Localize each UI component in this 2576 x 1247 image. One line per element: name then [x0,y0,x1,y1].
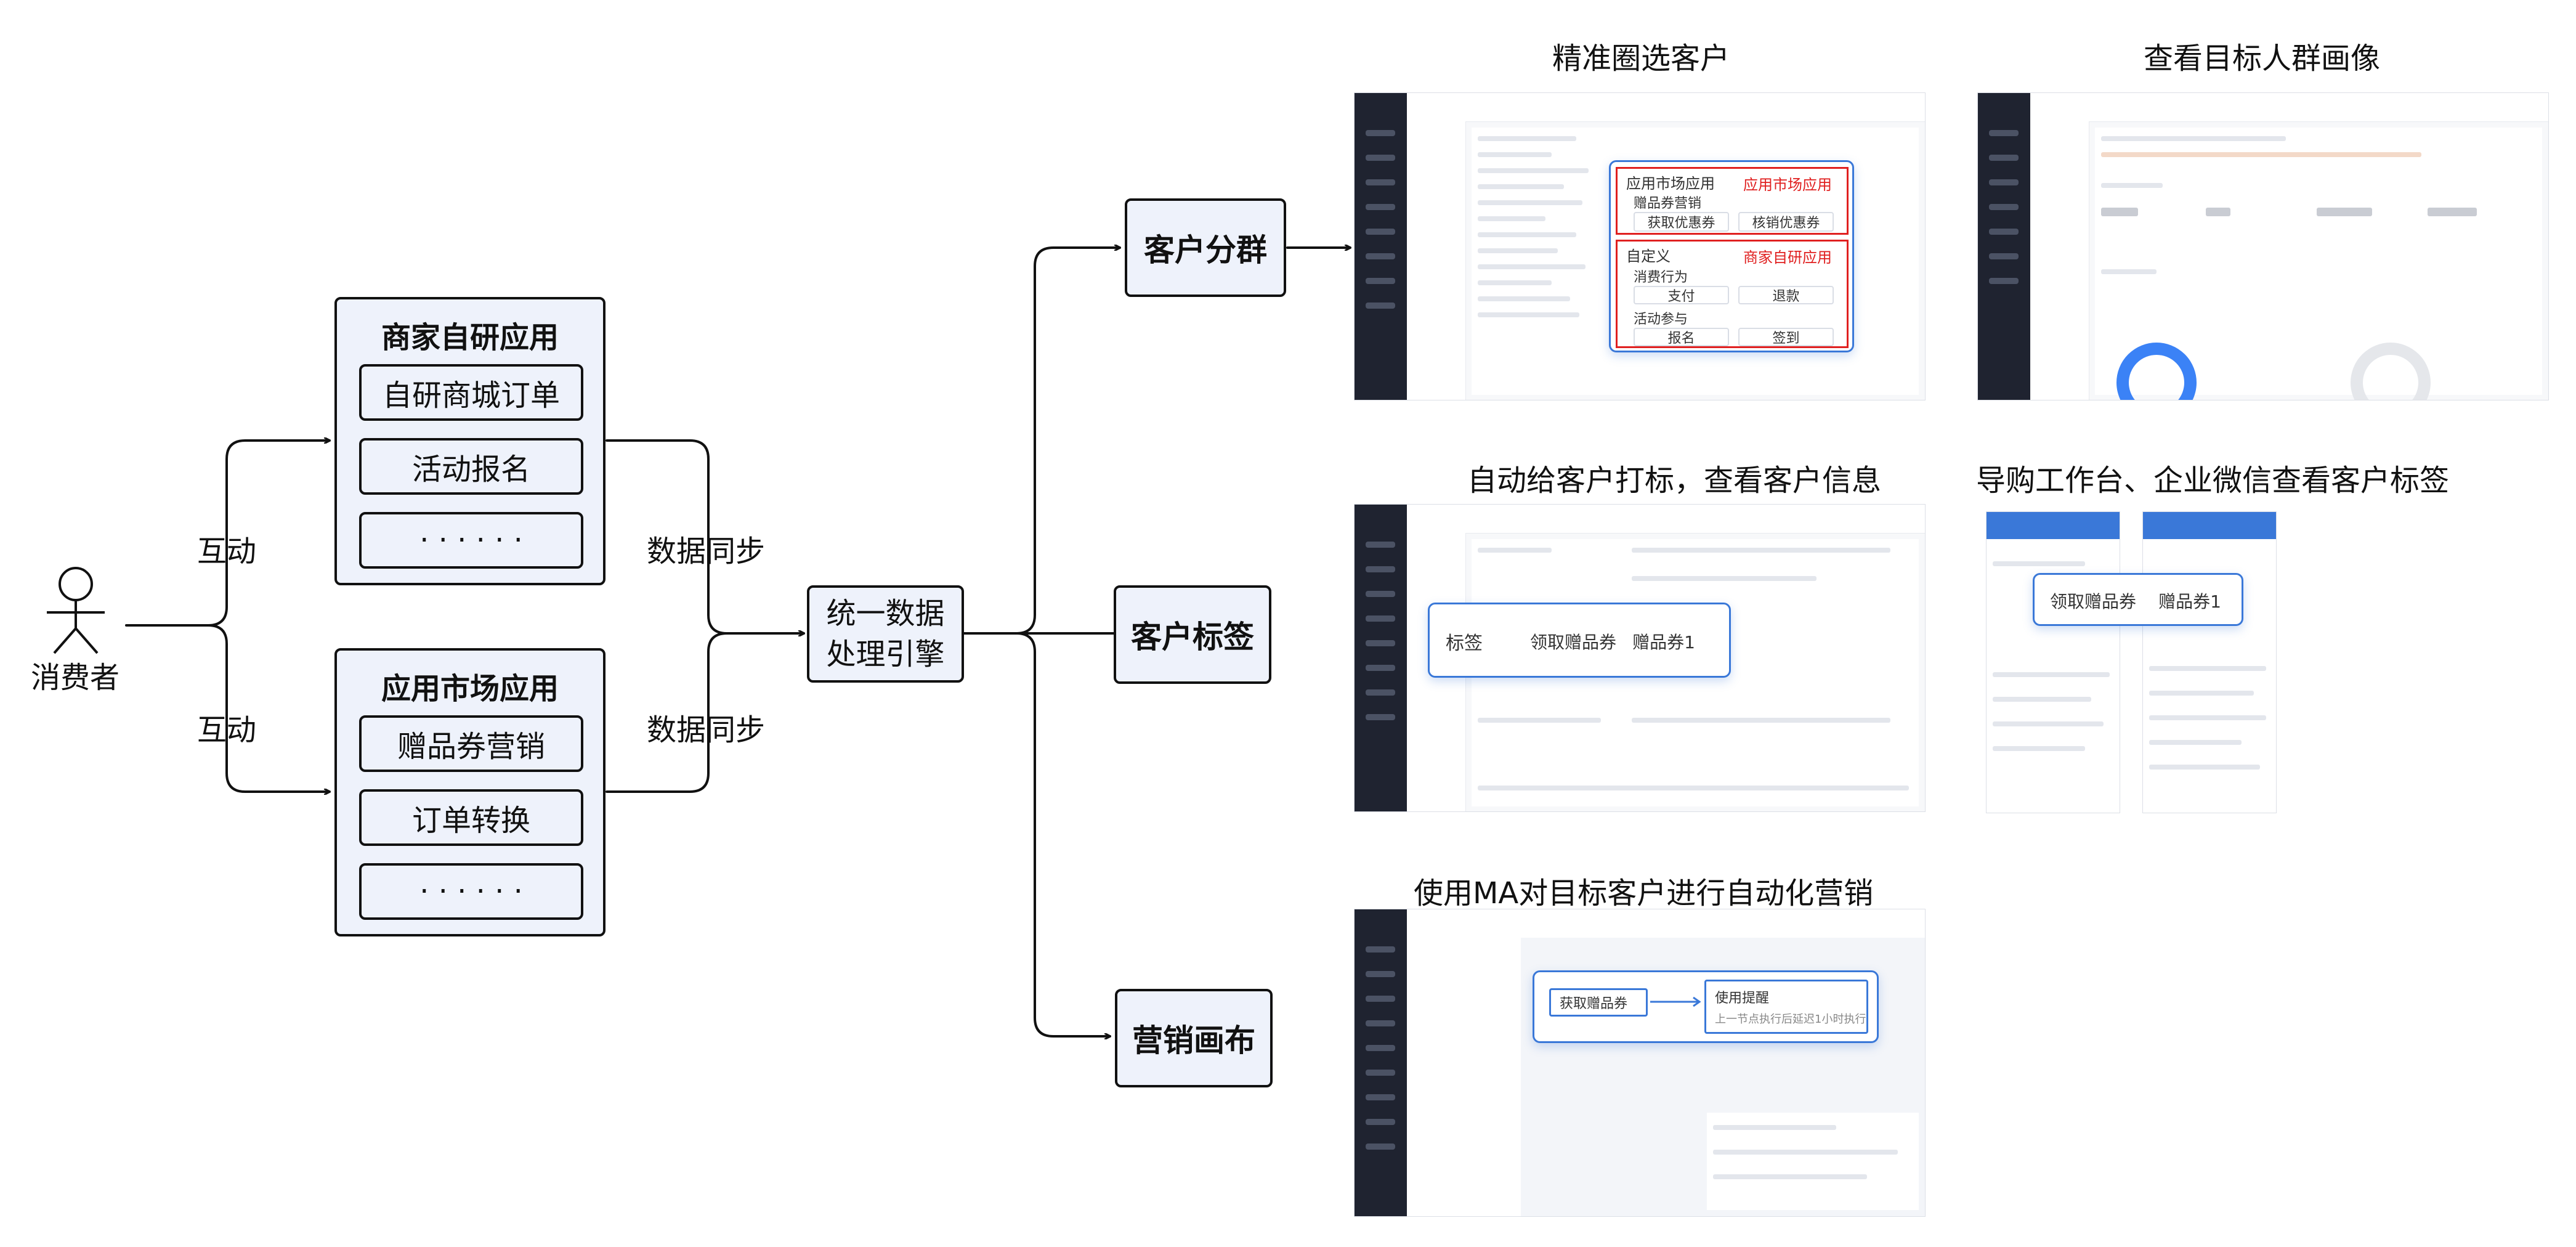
ma-node2: 使用提醒 上一节点执行后延迟1小时执行 [1704,980,1868,1034]
sync-label-top: 数据同步 [647,534,766,569]
data-engine-box: 统一数据 处理引擎 [807,585,964,683]
caption-select: 精准圈选客户 [1552,41,1730,76]
marketplace-app-group: 应用市场应用 赠品券营销 订单转换 · · · · · · [334,648,606,936]
engine-line1: 统一数据 [826,596,945,631]
segment-condition-callout: 应用市场应用 应用市场应用 赠品券营销 获取优惠券 核销优惠券 自定义 商家自研… [1609,160,1854,352]
screenshot-portrait [1977,92,2549,400]
customer-tag-box: 客户标签 [1114,585,1271,684]
caption-guide: 导购工作台、企业微信查看客户标签 [1976,463,2450,498]
interact-label-bottom: 互动 [197,713,257,747]
screenshot-guide-right [2142,511,2277,813]
group-item: 赠品券营销 [359,715,583,772]
group-item: 活动报名 [359,438,583,495]
marketing-canvas-box: 营销画布 [1115,989,1273,1087]
marketplace-app-title: 应用市场应用 [381,672,559,706]
consumer-figure [47,567,105,654]
group-item: · · · · · · [359,512,583,569]
app-sidebar [1355,93,1407,400]
guide-tag-callout: 领取赠品券 赠品券1 [2033,573,2243,626]
flow-arrow [1650,996,1701,1007]
consumer-label: 消费者 [31,660,120,695]
merchant-app-title: 商家自研应用 [381,320,559,355]
caption-portrait: 查看目标人群画像 [2144,41,2381,76]
sync-label-bottom: 数据同步 [647,713,766,747]
screenshot-ma [1354,909,1926,1217]
caption-ma: 使用MA对目标客户进行自动化营销 [1414,876,1874,911]
caption-tagging: 自动给客户打标，查看客户信息 [1467,463,1882,498]
merchant-app-group: 商家自研应用 自研商城订单 活动报名 · · · · · · [334,297,606,585]
group-item: · · · · · · [359,863,583,920]
group-item: 订单转换 [359,789,583,846]
engine-line2: 处理引擎 [826,637,945,672]
donut-preview [2351,343,2431,400]
customer-segment-box: 客户分群 [1125,198,1286,297]
donut-preview [2116,343,2197,400]
group-item: 自研商城订单 [359,364,583,421]
ma-flow-callout: 获取赠品券 使用提醒 上一节点执行后延迟1小时执行 [1533,970,1879,1043]
market-app-condition: 应用市场应用 应用市场应用 赠品券营销 获取优惠券 核销优惠券 [1616,167,1849,235]
customer-tag-callout: 标签 领取赠品券 赠品券1 [1428,603,1731,678]
custom-app-condition: 自定义 商家自研应用 消费行为 支付 退款 活动参与 报名 签到 [1616,240,1849,348]
screenshot-guide-left [1986,511,2120,813]
interact-label-top: 互动 [197,534,257,569]
